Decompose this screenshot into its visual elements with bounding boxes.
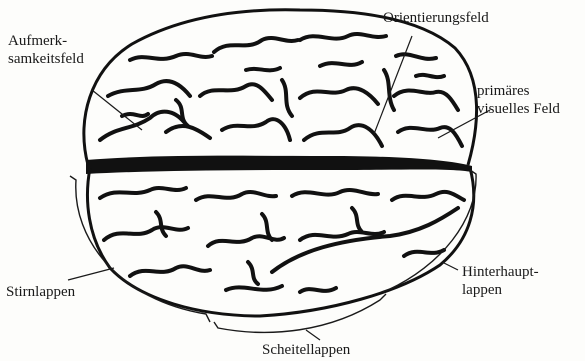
- leader-hinterhauptlappen: [442, 262, 458, 270]
- leader-lines: [68, 36, 490, 340]
- upper-gyri: [100, 34, 462, 146]
- label-aufmerksamkeitsfeld: Aufmerk- samkeitsfeld: [8, 32, 84, 68]
- leader-aufmerksamkeitsfeld: [92, 90, 142, 130]
- central-fissure: [86, 156, 472, 174]
- bracket-stirnlappen: [70, 176, 210, 322]
- lower-gyri: [100, 188, 464, 292]
- label-hinterhauptlappen: Hinterhaupt- lappen: [462, 263, 539, 299]
- label-primaeres-line2: visuelles Feld: [477, 100, 560, 118]
- label-hinterhaupt-line2: lappen: [462, 281, 539, 299]
- label-orientierungsfeld: Orientierungsfeld: [383, 9, 489, 27]
- label-aufmerksamkeitsfeld-line2: samkeitsfeld: [8, 50, 84, 68]
- label-aufmerksamkeitsfeld-line1: Aufmerk-: [8, 32, 84, 50]
- label-stirnlappen: Stirnlappen: [6, 283, 75, 301]
- label-scheitellappen: Scheitellappen: [262, 341, 350, 359]
- leader-orientierungsfeld: [374, 36, 412, 134]
- leader-stirnlappen: [68, 268, 114, 280]
- label-primaeres-visuelles-feld: primäres visuelles Feld: [477, 82, 560, 118]
- label-primaeres-line1: primäres: [477, 82, 560, 100]
- leader-scheitellappen: [306, 330, 320, 340]
- label-hinterhaupt-line1: Hinterhaupt-: [462, 263, 539, 281]
